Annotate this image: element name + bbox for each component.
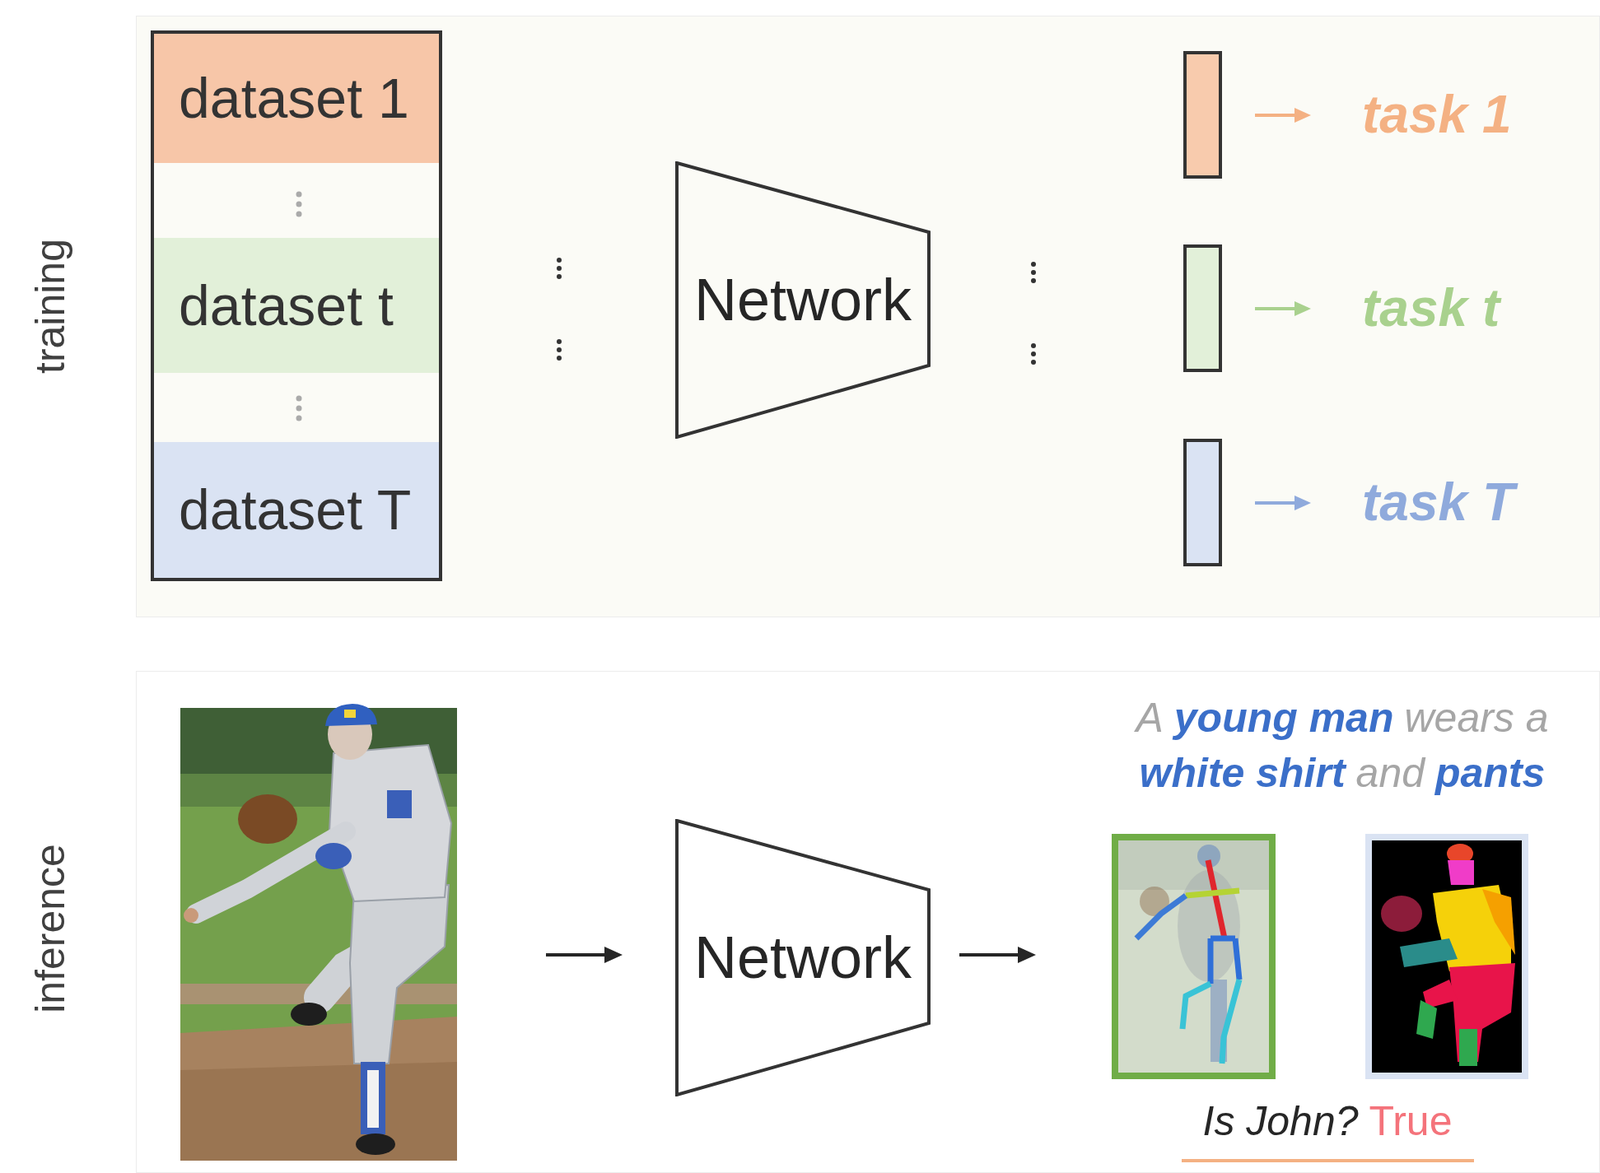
- connector-line: [930, 115, 1166, 234]
- dataset-label: dataset 1: [178, 65, 410, 131]
- identity-query: Is John?: [1203, 1098, 1359, 1147]
- task-label: task T: [1362, 472, 1515, 534]
- caption-word: and: [1356, 750, 1425, 798]
- task-label: task t: [1362, 278, 1500, 340]
- pose-image: [1114, 837, 1273, 1077]
- arrowhead: [1165, 107, 1184, 124]
- arrow-connector: [438, 98, 676, 242]
- task-bar: [1183, 51, 1223, 179]
- dataset-label: dataset T: [178, 477, 411, 542]
- trapezoid-shape: [676, 820, 929, 1096]
- caption-word: A: [1135, 695, 1163, 743]
- caption-line: Ayoung manwears a: [1086, 694, 1598, 744]
- arrow-connector: [930, 391, 1184, 512]
- network-label: Network: [694, 265, 912, 335]
- rotated-holder: training: [27, 238, 75, 374]
- caption-keyword: white shirt: [1139, 750, 1346, 798]
- query-line: Is John?True: [1142, 1097, 1513, 1148]
- connector-line: [930, 391, 1166, 504]
- task-bar: [1183, 438, 1223, 567]
- arrowhead: [1165, 300, 1184, 318]
- caption-word: wears a: [1404, 695, 1549, 743]
- arrowhead: [1165, 494, 1184, 512]
- dataset-label: dataset t: [178, 273, 394, 338]
- caption-keyword: young man: [1174, 695, 1395, 743]
- network-label: Network: [694, 923, 912, 993]
- caption-line: white shirtandpants: [1086, 749, 1598, 799]
- task-bar: [1183, 244, 1223, 373]
- dataset-band: dataset T: [153, 442, 439, 579]
- task-label: task 1: [1362, 84, 1512, 146]
- panel-label: inference: [27, 844, 74, 1014]
- task-head: task 1: [1183, 51, 1518, 179]
- rotated-holder: inference: [27, 844, 75, 1014]
- arrow-connector: [930, 300, 1184, 318]
- trapezoid-shape: [676, 163, 929, 438]
- dataset-band: dataset 1: [153, 33, 439, 164]
- arrowhead: [657, 382, 676, 400]
- task-head: task t: [1183, 244, 1507, 373]
- identity-answer: True: [1369, 1098, 1453, 1147]
- task-arrow: [1254, 493, 1313, 514]
- ellipsis-dots: [556, 257, 1036, 365]
- parsing-image: [1368, 837, 1526, 1077]
- network-block: Network: [675, 161, 931, 439]
- task-arrow: [1254, 105, 1313, 126]
- task-arrow: [1254, 298, 1313, 319]
- panel-label: training: [27, 238, 74, 374]
- task-head: task T: [1183, 438, 1521, 567]
- arrowhead: [657, 223, 676, 241]
- dataset-band: dataset t: [153, 237, 439, 374]
- connector-line: [438, 305, 658, 311]
- connector-line: [438, 391, 658, 511]
- network-block: Network: [675, 819, 931, 1097]
- arrow-connector: [438, 382, 676, 511]
- caption-keyword: pants: [1435, 750, 1545, 798]
- arrow-connector: [438, 302, 676, 319]
- pitcher-photo: [180, 704, 458, 1162]
- answer-underline: [1181, 1159, 1475, 1163]
- connector-line: [438, 98, 658, 234]
- connector-line: [930, 308, 1166, 312]
- arrow-connector: [930, 107, 1184, 234]
- arrowhead: [657, 302, 676, 319]
